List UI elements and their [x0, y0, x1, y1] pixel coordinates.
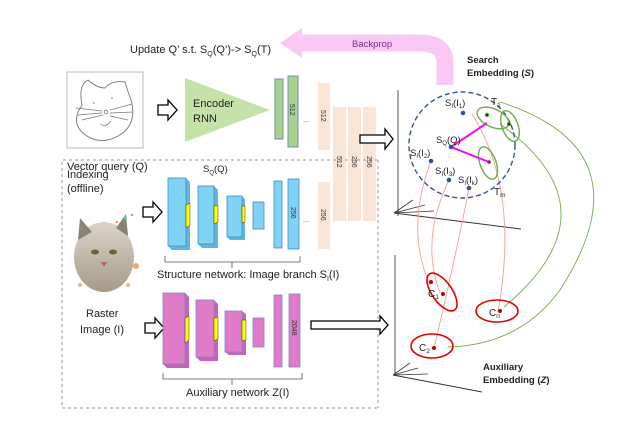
- indexing-box: [61, 159, 380, 409]
- svg-text:SI(I1): SI(I1): [445, 98, 465, 110]
- svg-text:Auxiliary: Auxiliary: [483, 362, 524, 373]
- structure-network: 256: [164, 177, 301, 268]
- svg-text:256: 256: [289, 207, 296, 219]
- indexing-subtitle: (offline): [67, 183, 103, 195]
- encoder-rnn: Encoder RNN: [185, 78, 270, 142]
- raster-label-line1: Raster: [86, 308, 119, 320]
- svg-text:Cn: Cn: [489, 308, 500, 320]
- svg-text:256: 256: [365, 156, 372, 168]
- backprop-arrow: Backprop: [280, 28, 454, 85]
- svg-text:SQ(Q): SQ(Q): [436, 135, 461, 147]
- svg-text:...: ...: [303, 217, 309, 224]
- search-embedding-axes: [393, 90, 522, 230]
- query-layer-dim: 512: [288, 104, 295, 116]
- search-points: [428, 110, 472, 191]
- svg-text:...: ...: [303, 117, 309, 124]
- vector-query-sketch: [66, 71, 144, 149]
- query-fc-layers: 512: [274, 75, 299, 148]
- cluster-labels: C1 Cn C2: [419, 289, 500, 355]
- svg-text:RNN: RNN: [193, 113, 217, 125]
- query-to-encoder-arrow: [157, 98, 178, 122]
- svg-text:Search: Search: [467, 55, 499, 66]
- auxiliary-embedding-title: Auxiliary Embedding (Z): [483, 362, 550, 386]
- raster-to-structure-arrow: [142, 200, 163, 224]
- svg-text:Tm: Tm: [494, 187, 506, 199]
- svg-text:512: 512: [335, 156, 342, 168]
- svg-text:256: 256: [350, 156, 357, 168]
- auxiliary-clusters: [410, 272, 519, 359]
- auxiliary-network-label: Auxiliary network Z(I): [186, 387, 289, 399]
- svg-text:C2: C2: [419, 343, 430, 355]
- correspondence-lines: [417, 101, 595, 349]
- svg-text:T1: T1: [491, 97, 501, 109]
- vector-query-label: Vector query (Q): [67, 161, 148, 173]
- auxiliary-network: 2048: [162, 292, 303, 385]
- svg-text:SI(I3): SI(I3): [435, 166, 455, 178]
- svg-text:Embedding (S): Embedding (S): [467, 68, 534, 79]
- indexing-title: Indexing: [67, 169, 109, 181]
- update-caption: Update Q’ s.t. SQ(Q’)-> SQ(T): [130, 44, 271, 58]
- svg-text:Embedding (Z): Embedding (Z): [483, 375, 550, 386]
- search-embedding-title: Search Embedding (S): [467, 55, 534, 79]
- backprop-label: Backprop: [352, 39, 392, 50]
- svg-text:SI(I2): SI(I2): [410, 148, 430, 160]
- target-clusters: [476, 106, 520, 180]
- target-labels: T1 Tm: [491, 97, 506, 199]
- svg-text:512: 512: [319, 110, 326, 122]
- svg-text:2048: 2048: [290, 320, 297, 336]
- shared-fc-layers: ... 512 512 256 256 256 ...: [303, 83, 376, 249]
- auxiliary-embedding-axes: [392, 255, 483, 393]
- search-radius-circle: [408, 91, 516, 199]
- raster-to-auxiliary-arrow: [144, 316, 165, 340]
- svg-text:SI(Ik): SI(Ik): [458, 175, 478, 187]
- svg-text:Update Q’ s.t. SQ(Q’)-> SQ(T): Update Q’ s.t. SQ(Q’)-> SQ(T): [130, 44, 271, 58]
- structure-network-label: Structure network: Image branch SI(I): [157, 269, 339, 283]
- search-point-labels: SI(I1) SQ(Q) SI(I2) SI(I3) SI(Ik): [410, 98, 478, 187]
- svg-text:C1: C1: [428, 289, 439, 301]
- svg-text:Encoder: Encoder: [193, 98, 234, 110]
- to-auxiliary-embedding-arrow: [310, 314, 389, 336]
- sq-label: SQ(Q): [203, 164, 228, 177]
- raster-image-lynx: [74, 213, 139, 292]
- raster-label-line2: Image (I): [80, 324, 124, 336]
- svg-text:256: 256: [319, 209, 326, 221]
- to-search-embedding-arrow: [359, 127, 394, 151]
